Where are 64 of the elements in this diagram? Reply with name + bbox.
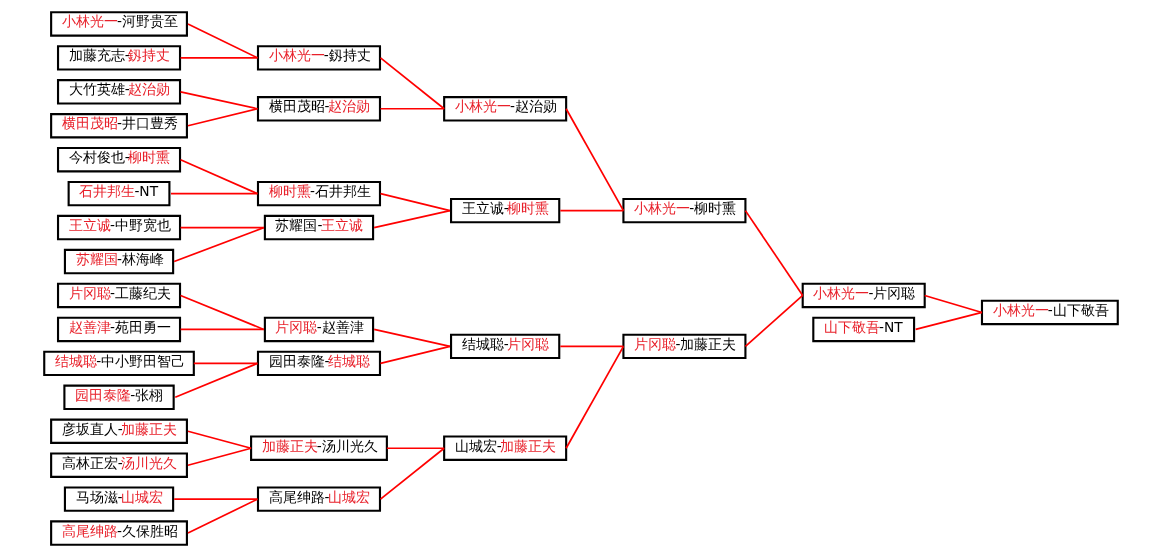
connector (914, 311, 983, 331)
node-box: 园田泰隆-张栩 (63, 384, 175, 411)
node-box: 片冈聪-加藤正夫 (622, 333, 747, 360)
connector (179, 57, 259, 59)
node-box: 小林光一-山下敬吾 (980, 299, 1119, 326)
node-box: 片冈聪-赵善津 (263, 316, 375, 343)
connector (187, 430, 252, 450)
connector (559, 209, 625, 212)
connector (179, 294, 265, 331)
node-box: 高尾绅路-山城宏 (256, 486, 382, 512)
node-box: 小林光一-赵治勋 (443, 96, 568, 122)
node-box: 大竹英雄-赵治勋 (56, 79, 182, 105)
connector (744, 209, 804, 297)
node-box: 山下敬吾-NT (812, 316, 916, 343)
node-box: 横田茂昭-赵治勋 (256, 96, 382, 122)
connector (379, 57, 445, 110)
node-box: 加藤充志-釼持丈 (56, 45, 182, 71)
connector (173, 498, 259, 500)
connector (179, 90, 259, 110)
connector (379, 107, 445, 110)
connector (187, 23, 259, 59)
connector (386, 447, 445, 450)
connector (923, 294, 983, 314)
node-box: 小林光一-河野贵至 (50, 11, 188, 37)
node-box: 片冈聪-工藤纪夫 (56, 282, 182, 309)
connector (179, 226, 265, 229)
connector (744, 294, 804, 348)
node-box: 横田茂昭-井口豊秀 (50, 113, 188, 139)
node-box: 加藤正夫-汤川光久 (250, 435, 388, 461)
node-box: 王立诚-柳时熏 (450, 197, 561, 224)
node-box: 结城聪-片冈聪 (450, 333, 561, 360)
node-box: 马场滋-山城宏 (63, 486, 175, 512)
connector (187, 498, 259, 534)
node-box: 王立诚-中野宽也 (56, 214, 182, 241)
connector (379, 192, 451, 212)
node-box: 柳时熏-石井邦生 (256, 180, 382, 207)
connector (559, 345, 625, 348)
connector (187, 107, 259, 127)
connector (187, 447, 252, 467)
connector (565, 107, 625, 212)
connector (170, 192, 259, 195)
connector (173, 226, 265, 263)
node-box: 今村俊也-柳时熏 (56, 146, 182, 173)
node-box: 赵善津-苑田勇一 (56, 316, 182, 343)
node-box: 小林光一-釼持丈 (256, 45, 382, 71)
node-box: 石井邦生-NT (67, 180, 171, 207)
node-box: 小林光一-柳时熏 (622, 197, 747, 224)
connector (179, 328, 265, 331)
connector (565, 345, 625, 450)
node-box: 彦坂直人-加藤正夫 (50, 418, 188, 444)
node-box: 苏耀国-林海峰 (63, 248, 175, 275)
connector (174, 362, 259, 399)
node-box: 山城宏-加藤正夫 (443, 435, 568, 461)
node-box: 结城聪-中小野田智己 (43, 350, 195, 377)
node-box: 高尾绅路-久保胜昭 (50, 520, 188, 546)
connector (379, 345, 451, 365)
connector (379, 447, 445, 500)
connector (373, 328, 451, 348)
connector (373, 209, 451, 229)
node-box: 苏耀国-王立诚 (263, 214, 375, 241)
node-box: 园田泰隆-结城聪 (256, 350, 382, 377)
node-box: 高林正宏-汤川光久 (50, 452, 188, 478)
node-box: 小林光一-片冈聪 (801, 282, 926, 309)
connector (179, 158, 259, 195)
